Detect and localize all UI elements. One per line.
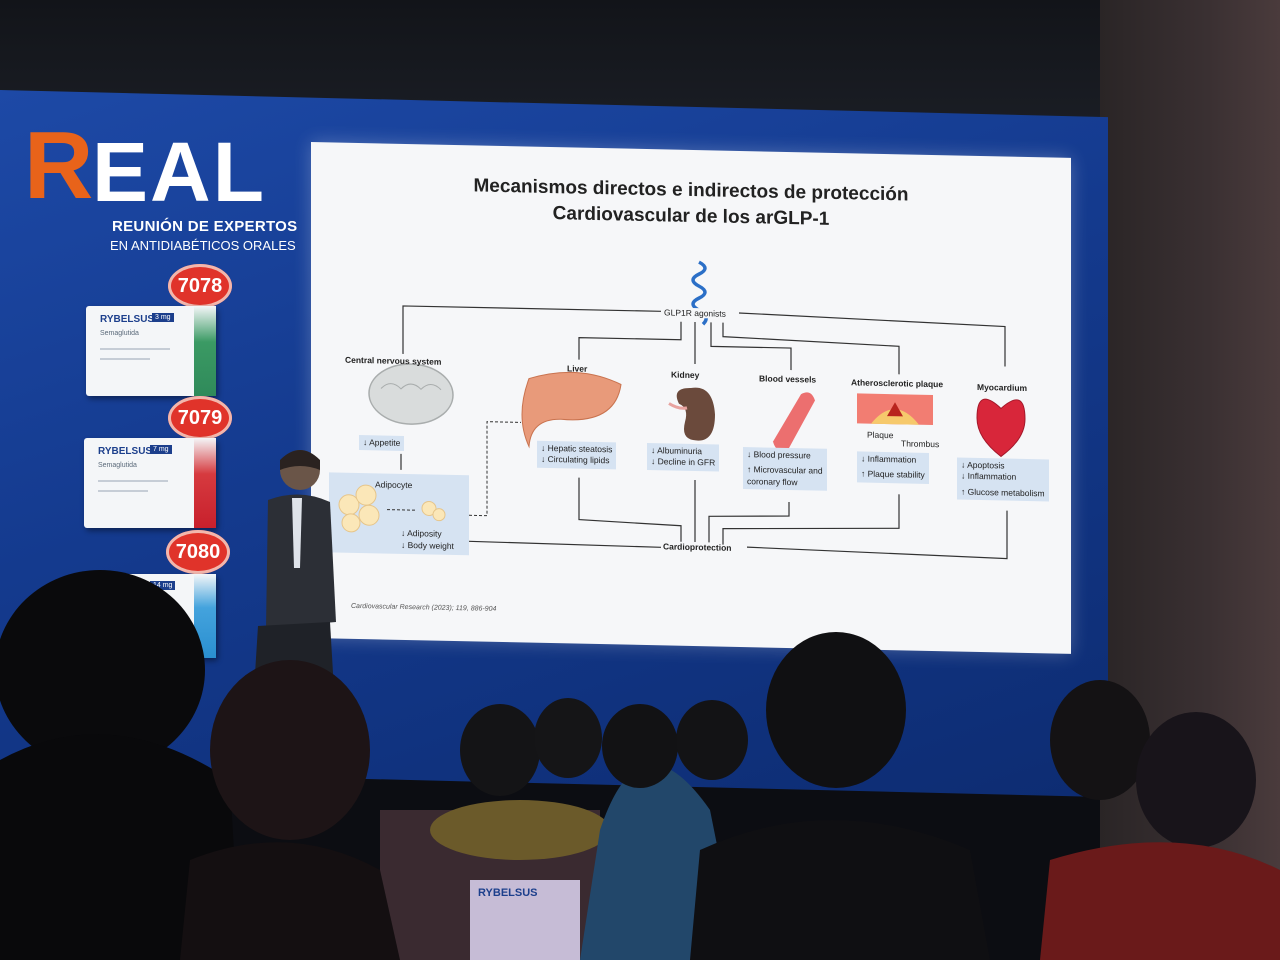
- audience-person: [690, 820, 990, 960]
- effect-appetite: ↓ Appetite: [359, 435, 405, 452]
- audience-head: [210, 660, 370, 840]
- audience: RYBELSUS: [0, 570, 1280, 960]
- adipocyte-label: Adipocyte: [375, 479, 413, 491]
- effect-coronary-flow: coronary flow: [747, 476, 798, 488]
- audience-head: [460, 704, 540, 796]
- arrow-myocardium-out: [746, 510, 1008, 560]
- organ-label-kidney: Kidney: [671, 369, 700, 381]
- table-sign: [470, 880, 580, 960]
- arrow-liver-out: [578, 477, 682, 542]
- audience-person: [0, 734, 240, 960]
- table-sign-brand: RYBELSUS: [478, 887, 538, 899]
- product-line: [98, 480, 168, 482]
- logo-letter: R: [24, 112, 93, 219]
- product-box: RYBELSUS 7 mg Semaglutida: [84, 438, 216, 528]
- effect-box-vessels: ↓ Blood pressure ↑ Microvascular and cor…: [743, 447, 827, 492]
- audience-head: [766, 632, 906, 788]
- brain-icon: [368, 363, 454, 425]
- ureter: [668, 402, 688, 410]
- flower-arrangement: [430, 800, 610, 860]
- product-dose: 7 mg: [150, 445, 172, 454]
- fat-cell-small: [432, 508, 446, 522]
- product-brand: RYBELSUS: [100, 314, 155, 325]
- arrow-vessels-out: [708, 502, 790, 543]
- presenter-hair: [280, 450, 320, 470]
- product-code-badge: 7080: [166, 530, 230, 574]
- organ-label-liver: Liver: [567, 363, 588, 374]
- thrombus-label: Thrombus: [901, 438, 940, 450]
- product-brand: RYBELSUS: [98, 446, 153, 457]
- logo-text: EAL: [92, 125, 266, 219]
- product-line: [100, 348, 170, 350]
- effect-inflammation-athero: ↓ Inflammation: [861, 453, 917, 465]
- product-stripe: [194, 306, 216, 396]
- audience-head: [602, 704, 678, 788]
- effect-plaque-stability: ↑ Plaque stability: [861, 468, 925, 481]
- audience-head: [1050, 680, 1150, 800]
- arrow-cns: [402, 305, 661, 354]
- effect-box-liver: ↓ Hepatic steatosis ↓ Circulating lipids: [537, 440, 617, 470]
- presenter-jacket: [266, 494, 336, 628]
- blood-vessel-icon: [773, 392, 815, 451]
- fat-cell: [341, 513, 361, 533]
- plaque-icon: [871, 409, 919, 425]
- plaque-label: Plaque: [867, 429, 894, 441]
- product-code-badge: 7078: [168, 264, 232, 308]
- product-generic: Semaglutida: [100, 330, 139, 337]
- arrow-athero-out: [722, 494, 900, 545]
- brain-fold: [380, 383, 442, 391]
- product-dose: 3 mg: [152, 313, 174, 322]
- effect-adiposity: ↓ Adiposity: [401, 527, 442, 539]
- arrow-adipocyte-out: [468, 540, 662, 548]
- product-line: [98, 490, 148, 492]
- audience-head: [534, 698, 602, 778]
- effect-circulating-lipids: ↓ Circulating lipids: [541, 454, 610, 466]
- audience-person: [180, 842, 400, 960]
- arrow-vessels: [710, 322, 792, 371]
- product-generic: Semaglutida: [98, 462, 137, 469]
- product-box: RYBELSUS 3 mg Semaglutida: [86, 306, 216, 396]
- liver-icon: [521, 371, 622, 449]
- effect-blood-pressure: ↓ Blood pressure: [747, 449, 811, 461]
- fat-cell-small: [421, 500, 437, 516]
- dashed-link-liver: [469, 421, 521, 517]
- event-subtitle-2: EN ANTIDIABÉTICOS ORALES: [110, 238, 296, 253]
- arrow-athero: [722, 322, 900, 375]
- organ-label-athero: Atherosclerotic plaque: [851, 377, 944, 390]
- mechanism-diagram: [329, 260, 1026, 560]
- kidney-icon: [676, 387, 715, 441]
- arrow-myocardium: [738, 312, 1006, 367]
- audience-head: [0, 570, 205, 770]
- fat-cell: [358, 504, 380, 526]
- effect-glucose-metabolism: ↑ Glucose metabolism: [961, 486, 1045, 499]
- product-stripe: [194, 438, 216, 528]
- organ-label-cns: Central nervous system: [345, 354, 442, 367]
- heart-icon: [976, 398, 1026, 458]
- arrow-liver: [578, 321, 682, 360]
- product-line: [100, 358, 150, 360]
- effect-decline-gfr: ↓ Decline in GFR: [651, 456, 716, 468]
- product-code-badge: 7079: [168, 396, 232, 440]
- fat-cell: [355, 484, 377, 506]
- center-label: GLP1R agonists: [661, 307, 729, 319]
- product-stripe: [194, 574, 216, 658]
- audience-head: [1136, 712, 1256, 848]
- organ-label-myocardium: Myocardium: [977, 381, 1028, 393]
- product-dose: 14 mg: [150, 581, 176, 590]
- organ-label-vessels: Blood vessels: [759, 373, 817, 385]
- thrombus-icon: [887, 402, 903, 417]
- effect-box-kidney: ↓ Albuminuria ↓ Decline in GFR: [647, 443, 720, 472]
- effect-box-myocardium: ↓ Apoptosis ↓ Inflammation ↑ Glucose met…: [957, 457, 1049, 502]
- effect-box-athero: ↓ Inflammation ↑ Plaque stability: [857, 451, 929, 484]
- presenter-shirt: [292, 498, 302, 568]
- audience-head: [676, 700, 748, 780]
- outcome-label: Cardioprotection: [663, 541, 732, 553]
- audience-person: [1040, 842, 1280, 960]
- effect-body-weight: ↓ Body weight: [401, 539, 454, 551]
- event-subtitle-1: REUNIÓN DE EXPERTOS: [112, 218, 298, 235]
- presentation-slide: Mecanismos directos e indirectos de prot…: [311, 142, 1071, 654]
- effect-inflammation-myocardium: ↓ Inflammation: [961, 471, 1017, 483]
